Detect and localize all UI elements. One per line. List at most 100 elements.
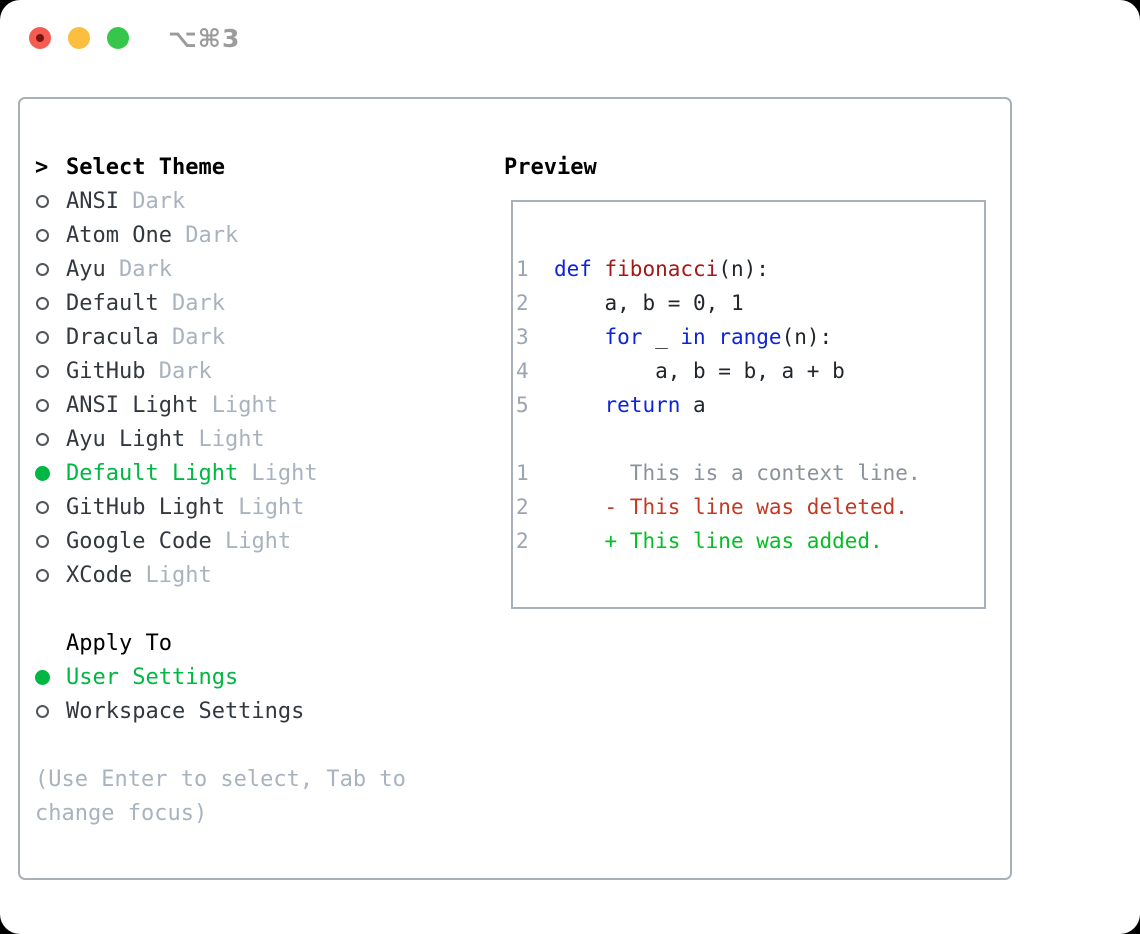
code-segment-kw: range <box>718 325 782 349</box>
theme-name: Default <box>66 290 159 316</box>
code-segment-ln: 5 <box>516 393 529 417</box>
code-segment-tx: a, b = 0, 1 <box>528 291 744 315</box>
theme-name: ANSI <box>66 188 119 214</box>
code-segment-add: + This line was added. <box>604 529 883 553</box>
theme-option-default-light[interactable]: Default Light Light <box>35 456 406 490</box>
radio-circle <box>36 704 49 718</box>
code-segment-tx <box>706 325 719 349</box>
radio-circle <box>36 432 49 446</box>
theme-option-github[interactable]: GitHub Dark <box>35 354 406 388</box>
help-text-line-2: change focus) <box>35 800 208 826</box>
titlebar: ⌥⌘3 <box>0 0 1140 76</box>
select-theme-header-label: Select Theme <box>66 154 225 180</box>
radio-circle <box>36 364 49 378</box>
theme-option-google-code[interactable]: Google Code Light <box>35 524 406 558</box>
code-line-6 <box>516 422 921 456</box>
apply-option-label: Workspace Settings <box>66 698 305 724</box>
code-segment-tx: _ <box>642 325 681 349</box>
theme-option-ansi-light[interactable]: ANSI Light Light <box>35 388 406 422</box>
radio-icon <box>35 568 66 582</box>
code-segment-tx <box>529 529 605 553</box>
theme-name: Google Code <box>66 528 212 554</box>
radio-circle <box>35 465 50 481</box>
radio-circle <box>36 568 49 582</box>
code-segment-ln: 2 <box>516 529 529 553</box>
theme-name: Ayu Light <box>66 426 186 452</box>
code-segment-ctx: This is a context line. <box>528 461 921 485</box>
radio-icon <box>35 534 66 548</box>
radio-circle <box>36 228 49 242</box>
code-segment-del: - This line was deleted. <box>604 495 908 519</box>
theme-variant: Dark <box>171 222 239 248</box>
code-segment-tx: (n): <box>718 257 769 281</box>
code-segment-kw: return <box>604 393 681 417</box>
theme-option-dracula[interactable]: Dracula Dark <box>35 320 406 354</box>
theme-variant: Light <box>198 392 278 418</box>
apply-option-user-settings[interactable]: User Settings <box>35 660 406 694</box>
code-segment-kw: in <box>680 325 706 349</box>
code-segment-kw: def <box>553 257 605 281</box>
theme-option-ayu-light[interactable]: Ayu Light Light <box>35 422 406 456</box>
theme-option-ansi[interactable]: ANSI Dark <box>35 184 406 218</box>
code-segment-kw: for <box>604 325 643 349</box>
theme-variant: Dark <box>105 256 172 282</box>
theme-name: XCode <box>66 562 133 588</box>
radio-icon <box>35 194 66 208</box>
code-segment-fn: fibonacci <box>604 257 719 281</box>
theme-name: Dracula <box>66 324 159 350</box>
radio-circle <box>36 262 49 276</box>
code-segment-ln: 2 <box>516 291 529 315</box>
code-line-2: 2 a, b = 0, 1 <box>516 286 921 320</box>
code-segment-tx: (n): <box>781 325 833 349</box>
radio-circle <box>36 534 49 548</box>
spacer-row <box>35 592 406 626</box>
code-segment-tx: a <box>680 393 706 417</box>
radio-circle <box>36 330 49 344</box>
preview-header: Preview <box>504 154 597 180</box>
window-title: ⌥⌘3 <box>168 24 241 53</box>
theme-variant: Dark <box>145 358 212 384</box>
theme-option-ayu[interactable]: Ayu Dark <box>35 252 406 286</box>
theme-name: GitHub Light <box>66 494 225 520</box>
theme-option-atom-one[interactable]: Atom One Dark <box>35 218 406 252</box>
close-button[interactable] <box>29 27 51 49</box>
apply-option-label: User Settings <box>66 664 239 690</box>
code-segment-tx: a, b = b, a + b <box>528 359 845 383</box>
code-line-3: 3 for _ in range(n): <box>516 320 921 354</box>
radio-circle <box>36 398 49 412</box>
code-line-7: 1 This is a context line. <box>516 456 921 490</box>
theme-option-default[interactable]: Default Dark <box>35 286 406 320</box>
theme-name: Ayu <box>66 256 106 282</box>
radio-circle <box>36 500 49 514</box>
code-line-8: 2 - This line was deleted. <box>516 490 921 524</box>
theme-option-xcode[interactable]: XCode Light <box>35 558 406 592</box>
theme-variant: Light <box>185 426 265 452</box>
radio-icon <box>35 364 66 378</box>
select-theme-header: > Select Theme <box>35 150 406 184</box>
apply-option-workspace-settings[interactable]: Workspace Settings <box>35 694 406 728</box>
focus-caret-icon: > <box>35 154 49 180</box>
theme-variant: Light <box>224 494 305 520</box>
theme-name: Atom One <box>66 222 172 248</box>
code-segment-ln: 1 <box>516 461 529 485</box>
theme-option-github-light[interactable]: GitHub Light Light <box>35 490 406 524</box>
zoom-button[interactable] <box>107 27 129 49</box>
theme-name: Default Light <box>66 460 239 486</box>
minimize-button[interactable] <box>68 27 90 49</box>
theme-variant: Dark <box>158 290 225 316</box>
code-line-9: 2 + This line was added. <box>516 524 921 558</box>
code-line-5: 5 return a <box>516 388 921 422</box>
theme-variant: Light <box>211 528 292 554</box>
radio-icon <box>35 262 66 276</box>
radio-circle <box>35 669 50 685</box>
theme-variant: Dark <box>158 324 225 350</box>
radio-icon <box>35 296 66 310</box>
spacer-row <box>35 728 406 762</box>
